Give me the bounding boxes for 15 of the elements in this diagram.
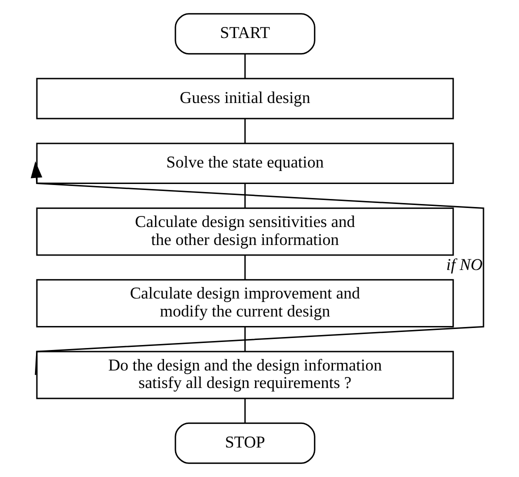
node-box: START — [174, 13, 316, 54]
arrow — [30, 161, 484, 375]
node-box: Calculate design improvement and modify the current design — [36, 279, 454, 328]
connector — [244, 54, 246, 78]
connector — [244, 326, 246, 352]
connector — [244, 184, 246, 208]
connector — [244, 255, 246, 280]
node-box: Guess initial design — [36, 78, 454, 120]
node-box: STOP — [174, 422, 316, 464]
node-box: Do the design and the design information satisfy all design requirements ? — [36, 350, 454, 400]
node-box: Calculate design sensitivities and the other design information — [36, 207, 454, 256]
node-box: Solve the state equation — [36, 142, 454, 184]
edge-label: if NO — [446, 255, 483, 274]
connector — [244, 118, 246, 144]
connector — [244, 398, 246, 424]
